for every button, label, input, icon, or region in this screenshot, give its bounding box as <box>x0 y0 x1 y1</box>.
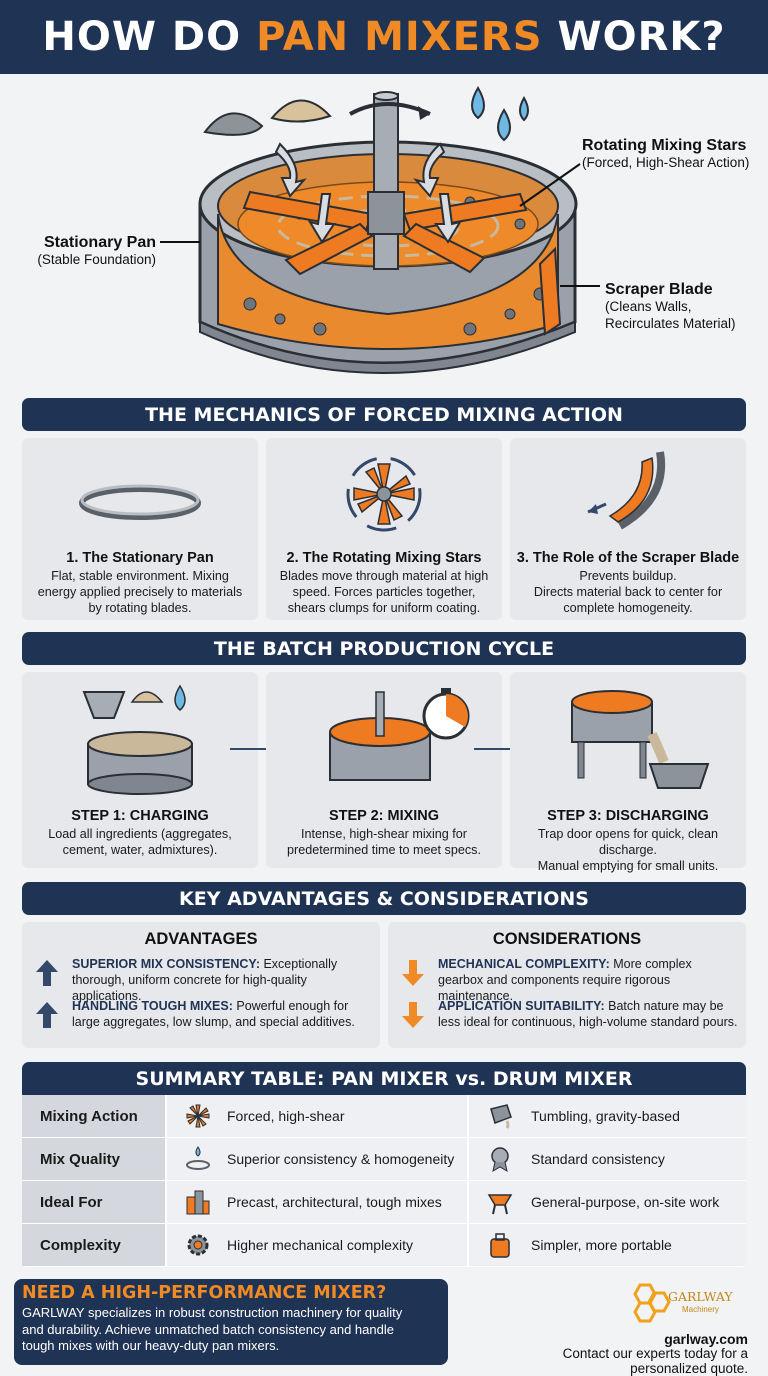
mixing-timer-icon <box>329 688 470 781</box>
page-title: HOW DO PAN MIXERS WORK? <box>42 14 726 60</box>
award-badge-icon <box>491 1147 509 1172</box>
hexagon-logo-icon <box>633 1283 671 1323</box>
table-row: Complexity Higher mechanical complexity … <box>22 1224 746 1267</box>
table-cell-drum: Simpler, more portable <box>469 1224 746 1266</box>
callout-stationary-pan: Stationary Pan (Stable Foundation) <box>37 234 156 267</box>
drum-mixer-icon <box>490 1104 512 1129</box>
card-description: Prevents buildup.Directs material back t… <box>533 569 723 615</box>
table-cell-pan: Higher mechanical complexity <box>167 1224 467 1266</box>
section-header-summary: SUMMARY TABLE: PAN MIXER vs. DRUM MIXER <box>22 1062 746 1095</box>
hero-illustration: Rotating Mixing Stars (Forced, High-Shea… <box>0 74 768 396</box>
mixing-star-icon <box>186 1104 210 1128</box>
discharging-mixer-icon <box>571 690 710 789</box>
website-link[interactable]: garlway.com <box>664 1331 748 1347</box>
cta-box: NEED A HIGH-PERFORMANCE MIXER? GARLWAY s… <box>14 1279 448 1365</box>
table-cell-drum: Standard consistency <box>469 1138 746 1180</box>
page-header: HOW DO PAN MIXERS WORK? <box>0 0 768 74</box>
advantage-item: SUPERIOR MIX CONSISTENCY: Exceptionally … <box>34 956 372 1003</box>
gear-icon <box>187 1234 209 1256</box>
summary-table: Mixing Action Forced, high-shear Tumblin… <box>22 1095 746 1267</box>
pan-drop-icon <box>186 1146 210 1170</box>
cta-text: GARLWAY specializes in robust constructi… <box>22 1305 403 1353</box>
consideration-item: APPLICATION SUITABILITY: Batch nature ma… <box>400 998 738 1048</box>
card-description: Load all ingredients (aggregates,cement,… <box>48 827 232 857</box>
charging-mixer-icon <box>82 684 193 795</box>
card-step-discharging: STEP 3: DISCHARGING Trap door opens for … <box>510 672 746 873</box>
table-row: Mixing Action Forced, high-shear Tumblin… <box>22 1095 746 1138</box>
card-stationary-pan: 1. The Stationary Pan Flat, stable envir… <box>22 438 258 620</box>
table-row: Mix Quality Superior consistency & homog… <box>22 1138 746 1181</box>
advantage-item: HANDLING TOUGH MIXES: Powerful enough fo… <box>34 998 372 1034</box>
table-cell-pan: Forced, high-shear <box>167 1095 467 1137</box>
section-header-cycle: THE BATCH PRODUCTION CYCLE <box>22 632 746 665</box>
arrow-down-icon <box>402 960 424 986</box>
card-rotating-stars: 2. The Rotating Mixing Stars Blades move… <box>266 438 502 620</box>
garlway-logo: GARLWAY Machinery <box>628 1283 748 1323</box>
table-cell-pan: Superior consistency & homogeneity <box>167 1138 467 1180</box>
callout-rotating-stars: Rotating Mixing Stars (Forced, High-Shea… <box>582 137 750 170</box>
card-scraper-blade: 3. The Role of the Scraper Blade Prevent… <box>510 438 746 620</box>
table-cell-drum: Tumbling, gravity-based <box>469 1095 746 1137</box>
arrow-up-icon <box>36 960 58 986</box>
buildings-icon <box>186 1190 210 1215</box>
section-header-mechanics: THE MECHANICS OF FORCED MIXING ACTION <box>22 398 746 431</box>
table-cell-pan: Precast, architectural, tough mixes <box>167 1181 467 1223</box>
card-step-mixing: STEP 2: MIXING Intense, high-shear mixin… <box>266 672 502 868</box>
advantages-panel: ADVANTAGES SUPERIOR MIX CONSISTENCY: Exc… <box>22 922 380 1048</box>
table-cell-drum: General-purpose, on-site work <box>469 1181 746 1223</box>
consideration-item: MECHANICAL COMPLEXITY: More complex gear… <box>400 956 738 1003</box>
pan-mixer-cutaway-illustration <box>160 86 600 374</box>
scraper-blade-icon <box>587 451 666 530</box>
card-step-charging: STEP 1: CHARGING Load all ingredients (a… <box>22 672 258 868</box>
arrow-down-icon <box>402 1002 424 1028</box>
mixing-star-icon <box>346 456 422 532</box>
card-description: Trap door opens for quick, clean dischar… <box>537 827 719 873</box>
callout-scraper-blade: Scraper Blade (Cleans Walls, Recirculate… <box>605 281 736 331</box>
hopper-icon <box>487 1194 513 1215</box>
pan-ring-icon <box>79 484 201 520</box>
considerations-panel: CONSIDERATIONS MECHANICAL COMPLEXITY: Mo… <box>388 922 746 1048</box>
arrow-up-icon <box>36 1002 58 1028</box>
section-header-advantages: KEY ADVANTAGES & CONSIDERATIONS <box>22 882 746 915</box>
table-row: Ideal For Precast, architectural, tough … <box>22 1181 746 1224</box>
case-icon <box>490 1233 510 1258</box>
